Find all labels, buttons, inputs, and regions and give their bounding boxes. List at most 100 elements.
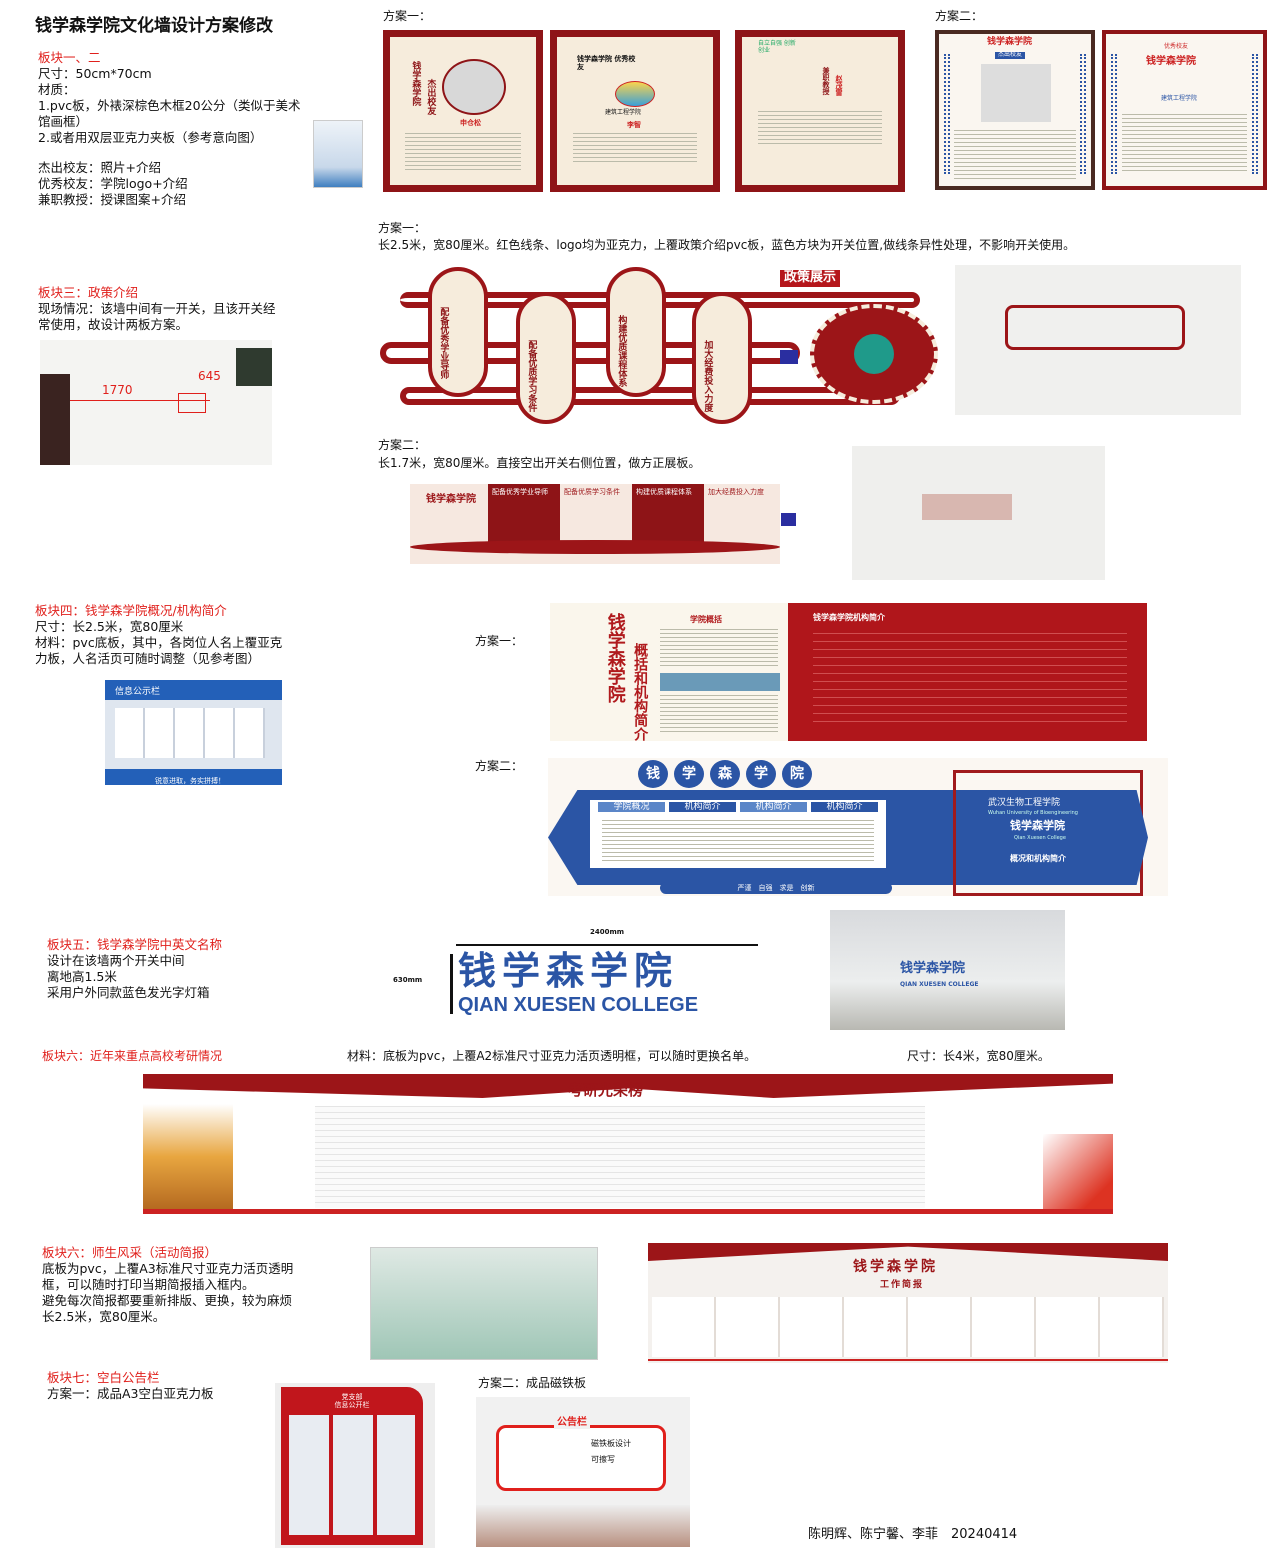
section-1-2-text: 板块一、二 尺寸：50cm*70cm 材质： 1.pvc板，外裱深棕色木框20公… <box>38 50 301 208</box>
plan-label: 方案一： <box>475 634 524 648</box>
sign-mockup-photo: 钱学森学院 QIAN XUESEN COLLEGE <box>830 910 1065 1030</box>
alumni-panel-plan2-excellent: 优秀校友 钱学森学院 建筑工程学院 <box>1102 30 1267 190</box>
magnet-board-title: 公告栏 <box>554 1417 590 1429</box>
plan-label: 方案二： <box>475 759 524 773</box>
college-sign-cn: 钱学森学院 <box>458 949 679 993</box>
section-4-text: 板块四：钱学森学院概况/机构简介 尺寸：长2.5米，宽80厘米 材料：pvc底板… <box>35 603 282 667</box>
magnetic-board-photo: 公告栏 磁铁板设计 可擦写 <box>476 1397 690 1547</box>
section-3-text: 板块三：政策介绍 现场情况：该墙中间有一开关，且该开关经 常使用，故设计两板方案… <box>38 285 276 333</box>
college-sign-en: QIAN XUESEN COLLEGE <box>458 994 699 1016</box>
alumni-name: 李智 <box>627 121 641 129</box>
motto: 严谨 自强 求是 创新 <box>660 882 892 894</box>
section-heading: 板块五：钱学森学院中英文名称 <box>47 937 223 952</box>
postgrad-honor-board: 考研光荣榜 <box>143 1074 1113 1214</box>
board-sign-line1: 党支部 <box>341 1393 363 1401</box>
title-char: 森 <box>710 760 740 788</box>
policy-card: 构建优质课程体系 <box>606 267 666 397</box>
professor-panel: 自立自强 创新创业 兼职教授 赵茂雷 <box>735 30 905 192</box>
panel-title: 自立自强 创新创业 <box>758 40 796 54</box>
policy-plan2-mockup-photo <box>852 446 1105 580</box>
honor-board-title: 考研光荣榜 <box>568 1081 644 1099</box>
text-line: 优秀校友：学院logo+介绍 <box>38 176 188 191</box>
blank-notice-board-photo: 党支部 信息公开栏 <box>275 1383 435 1548</box>
plan-label: 方案二：成品磁铁板 <box>478 1376 587 1390</box>
professor-name: 赵茂雷 <box>835 75 844 96</box>
overview-board-plan1: 钱学森学院 概括和机构简介 学院概括 钱学森学院机构简介 <box>550 603 1147 741</box>
dimension-label: 1770 <box>102 383 133 397</box>
tab-label: 学院概况 <box>598 802 665 813</box>
vertical-title: 钱学森学院 <box>604 613 626 703</box>
statue-graphic <box>143 1104 233 1209</box>
card-title: 构建优质课程体系 <box>616 315 627 387</box>
college-emblem <box>810 304 938 404</box>
title-char: 钱 <box>638 760 668 788</box>
panel-title: 杰出校友 <box>425 79 436 115</box>
text-line: 尺寸：50cm*70cm <box>38 66 152 81</box>
work-bulletin-board: 钱学森学院 工作简报 <box>648 1243 1168 1363</box>
card-title: 配备优秀学业导师 <box>438 307 449 379</box>
text-line: 现场情况：该墙中间有一开关，且该开关经 <box>38 301 276 316</box>
panel-title: 钱学森学院 优秀校友 <box>577 55 636 72</box>
panel-subtitle: 杰出校友 <box>995 51 1026 59</box>
alumni-panel-outstanding: 钱学森学院 杰出校友 申仓松 <box>383 30 543 192</box>
switch-position-marker <box>780 350 798 364</box>
vertical-subtitle: 概括和机构简介 <box>632 643 649 741</box>
plan-description: 长1.7米，宽80厘米。直接空出开关右侧位置，做方正展板。 <box>378 456 701 470</box>
width-dimension: 2400mm <box>590 928 625 936</box>
tab-label: 机构简介 <box>811 802 878 813</box>
text-line: 长2.5米，宽80厘米。 <box>42 1309 166 1324</box>
text-line: 尺寸：长2.5米，宽80厘米 <box>35 619 184 634</box>
mockup-sign-cn: 钱学森学院 <box>900 961 966 976</box>
school-name-en: Wuhan University of Bioengineering <box>988 810 1078 816</box>
panel-subtitle: 兼职教授 <box>822 67 831 95</box>
board-subtitle: 概况和机构简介 <box>1010 854 1066 863</box>
policy-card: 配备优质学习条件 <box>516 292 576 424</box>
section-7-text: 板块七：空白公告栏 方案一：成品A3空白亚克力板 <box>47 1370 214 1402</box>
card-title: 加大经费投入力度 <box>702 340 713 412</box>
reference-sign-text: 信息公示栏 <box>115 687 161 697</box>
brand-title: 钱学森学院 <box>426 494 476 505</box>
overview-board-plan2: 钱 学 森 学 院 学院概况 机构简介 机构简介 机构简介 武汉生物工程学院 W… <box>548 758 1168 896</box>
wall-site-photo: 1770 645 <box>40 340 272 465</box>
size-text: 尺寸：长4米，宽80厘米。 <box>907 1049 1050 1063</box>
alumni-panel-plan2-outstanding: 钱学森学院 杰出校友 <box>935 30 1095 190</box>
card-title: 加大经费投入力度 <box>708 488 764 496</box>
bulletin-title: 钱学森学院 <box>853 1259 938 1275</box>
policy-card: 配备优秀学业导师 <box>428 267 488 397</box>
page-title: 钱学森学院文化墙设计方案修改 <box>35 16 273 36</box>
card-title: 配备优秀学业导师 <box>492 488 548 496</box>
name-board-reference-photo: 信息公示栏 锐意进取，务实拼搏！ <box>105 680 282 785</box>
text-line: 常使用，故设计两板方案。 <box>38 317 189 332</box>
panel-title: 钱学森学院 <box>987 37 1033 47</box>
card-title: 构建优质课程体系 <box>636 488 692 496</box>
section-6b-text: 板块六：师生风采（活动简报） 底板为pvc，上覆A3标准尺寸亚克力活页透明 框，… <box>42 1245 293 1325</box>
text-line: 力板，人名活页可随时调整（见参考图） <box>35 651 261 666</box>
magnet-board-note: 磁铁板设计 <box>591 1439 631 1448</box>
magnet-board-note: 可擦写 <box>591 1455 615 1464</box>
section-heading: 板块六：师生风采（活动简报） <box>42 1245 218 1260</box>
bulletin-subtitle: 工作简报 <box>880 1280 925 1290</box>
logo-text: 建筑工程学院 <box>1161 95 1198 102</box>
acrylic-frame-reference-photo <box>370 1247 598 1360</box>
authors-and-date: 陈明辉、陈宁馨、李菲 20240414 <box>808 1527 1018 1542</box>
section-heading: 板块一、二 <box>38 50 101 65</box>
text-line: 杰出校友：照片+介绍 <box>38 160 161 175</box>
alumni-photo <box>981 64 1051 122</box>
section-heading: 板块七：空白公告栏 <box>47 1370 160 1385</box>
section-heading: 板块四：钱学森学院概况/机构简介 <box>35 603 227 618</box>
college-logo <box>615 81 655 107</box>
title-char: 学 <box>746 760 776 788</box>
text-line: 采用户外同款蓝色发光字灯箱 <box>47 985 210 1000</box>
text-line: 材料：pvc底板，其中，各岗位人名上覆亚克 <box>35 635 283 650</box>
mockup-sign-en: QIAN XUESEN COLLEGE <box>900 981 979 988</box>
text-line: 兼职教授：授课图案+介绍 <box>38 192 186 207</box>
title-char: 学 <box>674 760 704 788</box>
plan-label: 方案二： <box>378 438 427 452</box>
org-title: 钱学森学院机构简介 <box>813 613 885 622</box>
section-5-text: 板块五：钱学森学院中英文名称 设计在该墙两个开关中间 离地高1.5米 采用户外同… <box>47 937 222 1001</box>
college-name-en: Qian Xuesen College <box>1014 835 1066 841</box>
panel-title: 钱学森学院 <box>1146 56 1196 67</box>
height-dimension: 630mm <box>393 976 423 984</box>
school-name: 武汉生物工程学院 <box>988 798 1061 808</box>
tab-label: 机构简介 <box>669 802 736 813</box>
